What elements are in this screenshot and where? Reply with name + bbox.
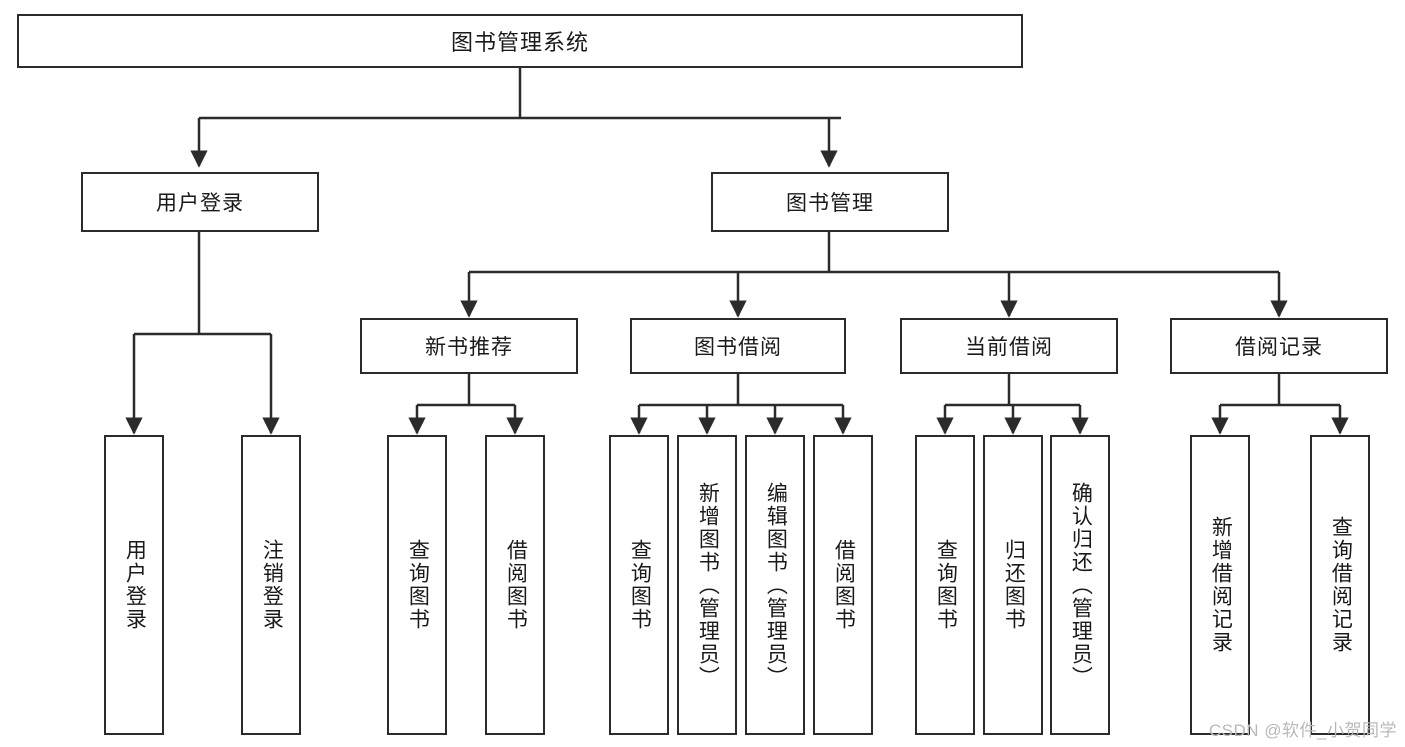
node-borrow-record-label: 借阅记录 xyxy=(1235,336,1323,359)
node-user-login[interactable]: 用户登录 xyxy=(81,172,319,232)
leaf-record-add-record-label: 新增借阅记录 xyxy=(1209,516,1233,654)
node-current-borrow-label: 当前借阅 xyxy=(965,336,1053,359)
leaf-current-return-book[interactable]: 归还图书 xyxy=(983,435,1043,735)
leaf-borrow-borrow-book-label: 借阅图书 xyxy=(832,539,856,631)
leaf-record-query-record-label: 查询借阅记录 xyxy=(1329,516,1353,654)
leaf-record-query-record[interactable]: 查询借阅记录 xyxy=(1310,435,1370,735)
leaf-borrow-add-book-admin[interactable]: 新增图书（管理员） xyxy=(677,435,737,735)
leaf-current-confirm-return-admin-label: 确认归还（管理员） xyxy=(1069,481,1093,689)
node-new-book-recommend-label: 新书推荐 xyxy=(425,336,513,359)
leaf-borrow-edit-book-admin[interactable]: 编辑图书（管理员） xyxy=(745,435,805,735)
watermark: CSDN @软件_小贺同学 xyxy=(1208,721,1397,740)
node-book-management[interactable]: 图书管理 xyxy=(711,172,949,232)
leaf-current-query-book[interactable]: 查询图书 xyxy=(915,435,975,735)
node-book-borrow-label: 图书借阅 xyxy=(694,336,782,359)
node-borrow-record[interactable]: 借阅记录 xyxy=(1170,318,1388,374)
leaf-borrow-query-book[interactable]: 查询图书 xyxy=(609,435,669,735)
leaf-borrow-borrow-book[interactable]: 借阅图书 xyxy=(813,435,873,735)
leaf-recommend-borrow-book-label: 借阅图书 xyxy=(504,539,528,631)
node-new-book-recommend[interactable]: 新书推荐 xyxy=(360,318,578,374)
leaf-borrow-add-book-admin-label: 新增图书（管理员） xyxy=(696,481,720,689)
leaf-user-login-do-login-label: 用户登录 xyxy=(123,539,147,631)
leaf-recommend-query-book-label: 查询图书 xyxy=(406,539,430,631)
leaf-current-confirm-return-admin[interactable]: 确认归还（管理员） xyxy=(1050,435,1110,735)
node-book-borrow[interactable]: 图书借阅 xyxy=(630,318,846,374)
leaf-user-login-do-login[interactable]: 用户登录 xyxy=(104,435,164,735)
leaf-user-login-logout[interactable]: 注销登录 xyxy=(241,435,301,735)
leaf-recommend-query-book[interactable]: 查询图书 xyxy=(387,435,447,735)
leaf-recommend-borrow-book[interactable]: 借阅图书 xyxy=(485,435,545,735)
leaf-borrow-edit-book-admin-label: 编辑图书（管理员） xyxy=(764,481,788,689)
node-book-management-label: 图书管理 xyxy=(786,192,874,215)
leaf-borrow-query-book-label: 查询图书 xyxy=(628,539,652,631)
leaf-record-add-record[interactable]: 新增借阅记录 xyxy=(1190,435,1250,735)
leaf-current-return-book-label: 归还图书 xyxy=(1002,539,1026,631)
node-user-login-label: 用户登录 xyxy=(156,192,244,215)
node-root-system-label: 图书管理系统 xyxy=(450,30,589,55)
node-root-system[interactable]: 图书管理系统 xyxy=(17,14,1023,68)
leaf-current-query-book-label: 查询图书 xyxy=(934,539,958,631)
leaf-user-login-logout-label: 注销登录 xyxy=(260,539,284,631)
node-current-borrow[interactable]: 当前借阅 xyxy=(900,318,1118,374)
